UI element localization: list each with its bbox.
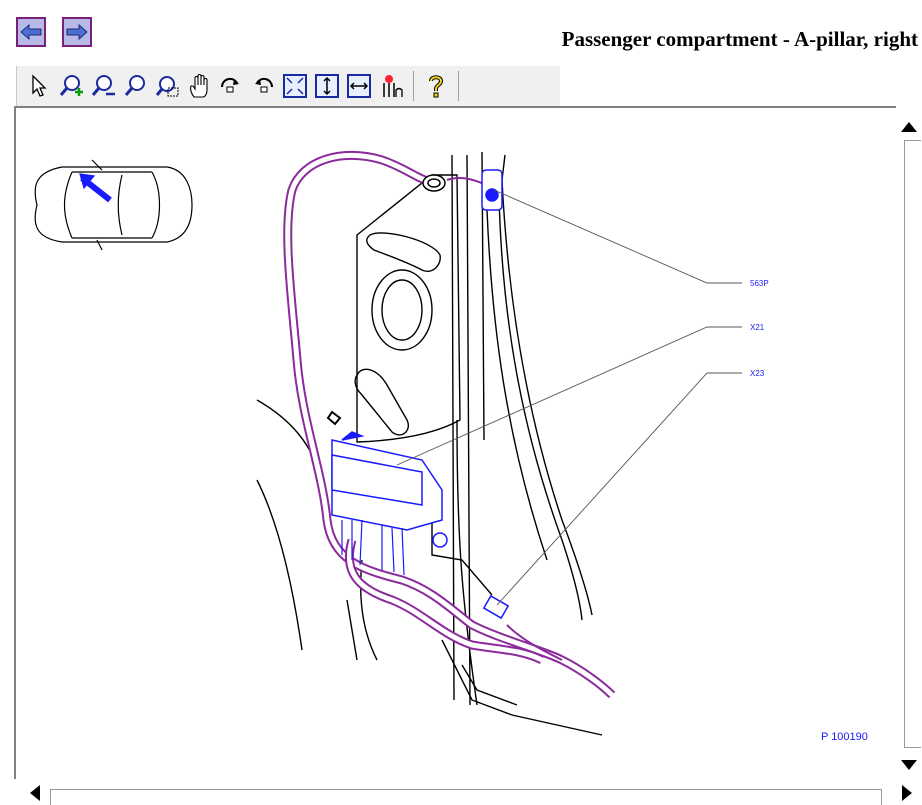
scroll-left-icon[interactable] <box>28 784 42 802</box>
pan-button[interactable] <box>183 70 215 102</box>
page-title: Passenger compartment - A-pillar, right <box>561 27 918 51</box>
zoom-window-icon <box>155 76 179 97</box>
rotate-counterclockwise-icon <box>255 77 274 93</box>
fit-height-icon <box>315 74 339 98</box>
vertical-scroll-thumb[interactable] <box>904 140 921 748</box>
highlight-button[interactable] <box>375 70 407 102</box>
callout-563p[interactable]: 563P <box>750 279 769 288</box>
cursor-arrow-icon <box>32 74 47 97</box>
zoom-in-button[interactable] <box>55 70 87 102</box>
rotate-left-button[interactable] <box>247 70 279 102</box>
zoom-window-button[interactable] <box>151 70 183 102</box>
fit-width-button[interactable] <box>343 70 375 102</box>
callout-x21[interactable]: X21 <box>750 323 765 332</box>
highlight-icon <box>383 75 403 97</box>
zoom-out-icon <box>91 75 115 96</box>
help-button[interactable] <box>420 70 452 102</box>
components <box>331 169 510 620</box>
scroll-down-icon[interactable] <box>900 758 918 772</box>
select-tool-button[interactable] <box>23 70 55 102</box>
arrow-left-icon <box>20 23 42 41</box>
back-button[interactable] <box>16 17 46 47</box>
zoom-in-icon <box>59 75 83 96</box>
wiring-harness <box>283 150 616 699</box>
vertical-scrollbar[interactable] <box>896 106 922 774</box>
zoom-button[interactable] <box>119 70 151 102</box>
scroll-right-icon[interactable] <box>900 784 914 802</box>
horizontal-scrollbar[interactable] <box>14 779 922 805</box>
leader-lines <box>396 189 742 606</box>
fit-width-icon <box>347 74 371 98</box>
toolbar-separator <box>413 71 414 101</box>
wiring-diagram: 563P X21 X23 P 100190 <box>34 150 868 743</box>
diagram-viewer[interactable]: 563P X21 X23 P 100190 <box>14 106 922 805</box>
fit-all-button[interactable] <box>279 70 311 102</box>
help-question-icon <box>429 75 444 98</box>
magnifier-icon <box>124 75 145 96</box>
callout-x23[interactable]: X23 <box>750 369 765 378</box>
rotate-clockwise-icon <box>220 77 239 93</box>
drawing-reference: P 100190 <box>821 731 868 743</box>
fit-height-button[interactable] <box>311 70 343 102</box>
rotate-right-button[interactable] <box>215 70 247 102</box>
toolbar-separator <box>458 71 459 101</box>
arrow-right-icon <box>66 23 88 41</box>
forward-button[interactable] <box>62 17 92 47</box>
scroll-up-icon[interactable] <box>900 120 918 134</box>
fit-all-icon <box>283 74 307 98</box>
zoom-out-button[interactable] <box>87 70 119 102</box>
horizontal-scroll-thumb[interactable] <box>50 789 882 805</box>
vehicle-locator-icon <box>34 159 193 251</box>
hand-icon <box>190 73 208 98</box>
viewer-toolbar <box>16 66 560 106</box>
body-panel-outline <box>256 151 603 736</box>
